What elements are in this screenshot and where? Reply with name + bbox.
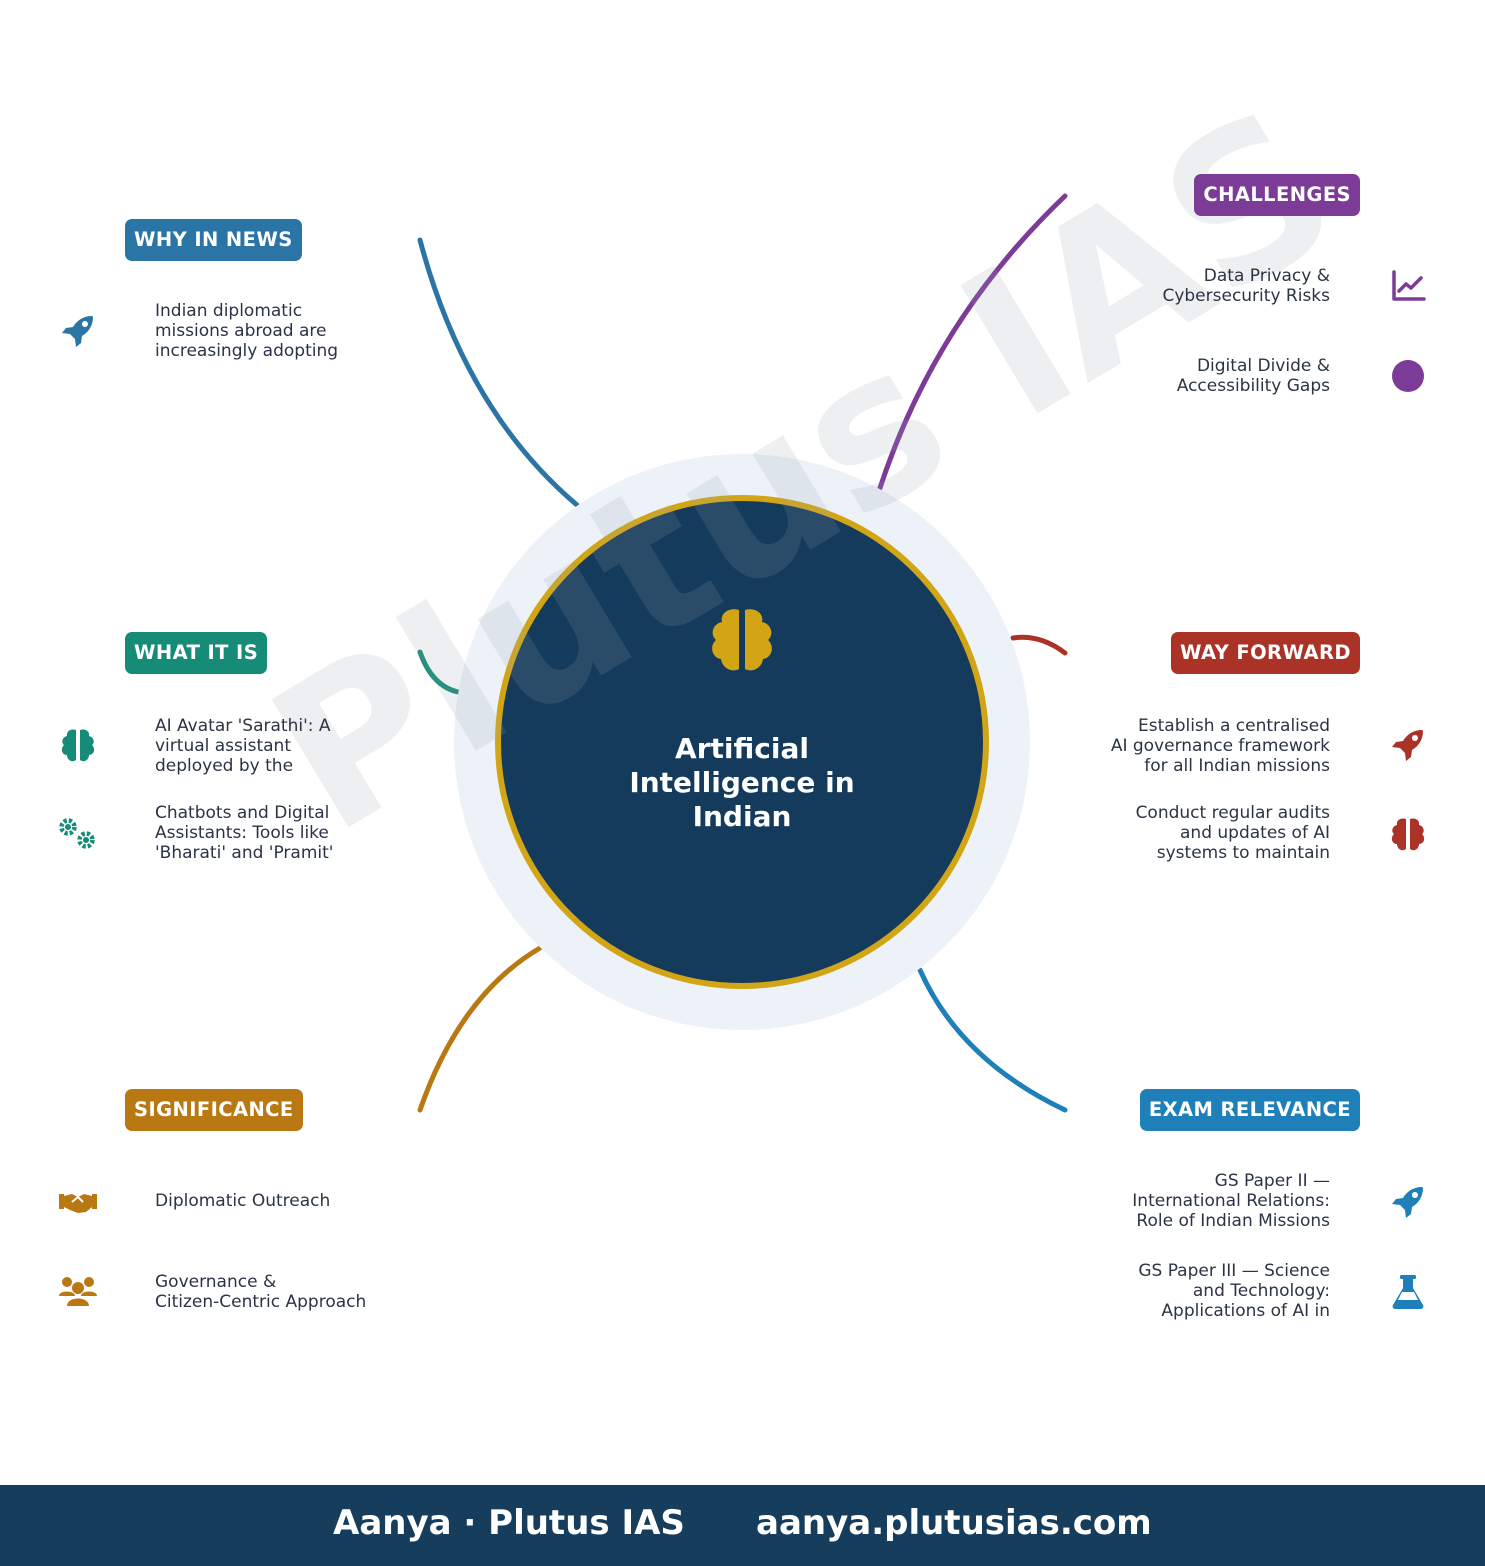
connector-exam-relevance — [917, 967, 1068, 1113]
center-circle — [495, 495, 989, 989]
circle-icon — [1392, 360, 1424, 392]
tag-challenges: CHALLENGES — [1194, 174, 1360, 216]
brain-icon — [712, 609, 772, 671]
rocket-icon — [1392, 1187, 1423, 1218]
brain-icon — [61, 729, 95, 762]
chart-line-icon — [1392, 270, 1426, 301]
connector-what-it-is — [417, 649, 461, 695]
exam-relevance-item-1: GS Paper II — International Relations: R… — [1132, 1171, 1330, 1231]
significance-item-1: Diplomatic Outreach — [155, 1191, 331, 1211]
connector-significance — [417, 945, 543, 1113]
tag-why-in-news: WHY IN NEWS — [125, 219, 302, 261]
tag-what-it-is: WHAT IT IS — [125, 632, 268, 674]
significance-item-2: Governance & Citizen-Centric Approach — [155, 1272, 367, 1312]
challenges-item-1: Data Privacy & Cybersecurity Risks — [1162, 266, 1330, 306]
mindmap-canvas — [417, 193, 1068, 1113]
challenges-item-2: Digital Divide & Accessibility Gaps — [1176, 356, 1330, 396]
why-in-news-item-1: Indian diplomatic missions abroad are in… — [155, 301, 339, 361]
what-it-is-item-2: Chatbots and Digital Assistants: Tools l… — [155, 803, 334, 863]
center-title: Artificial Intelligence in Indian — [629, 732, 855, 833]
handshake-icon — [59, 1194, 97, 1213]
footer-url: aanya.plutusias.com — [756, 1503, 1152, 1543]
way-forward-item-2: Conduct regular audits and updates of AI… — [1135, 803, 1330, 863]
users-icon — [59, 1277, 97, 1306]
what-it-is-item-1: AI Avatar 'Sarathi': A virtual assistant… — [155, 716, 331, 776]
connector-why-in-news — [417, 237, 580, 508]
connector-challenges — [877, 193, 1068, 491]
tag-significance: SIGNIFICANCE — [125, 1089, 303, 1131]
exam-relevance-item-2: GS Paper III — Science and Technology: A… — [1138, 1261, 1330, 1321]
tag-exam-relevance: EXAM RELEVANCE — [1139, 1089, 1360, 1131]
flask-icon — [1392, 1275, 1424, 1309]
footer-brand: Aanya · Plutus IAS — [333, 1503, 685, 1543]
way-forward-item-1: Establish a centralised AI governance fr… — [1110, 716, 1330, 776]
footer-bar: Aanya · Plutus IAS aanya.plutusias.com — [0, 1485, 1485, 1566]
rocket-icon — [1392, 730, 1423, 761]
gears-icon — [59, 818, 95, 849]
tag-way-forward: WAY FORWARD — [1170, 632, 1360, 674]
rocket-icon — [62, 316, 93, 347]
connector-way-forward — [1010, 634, 1068, 656]
brain-icon — [1391, 818, 1425, 851]
